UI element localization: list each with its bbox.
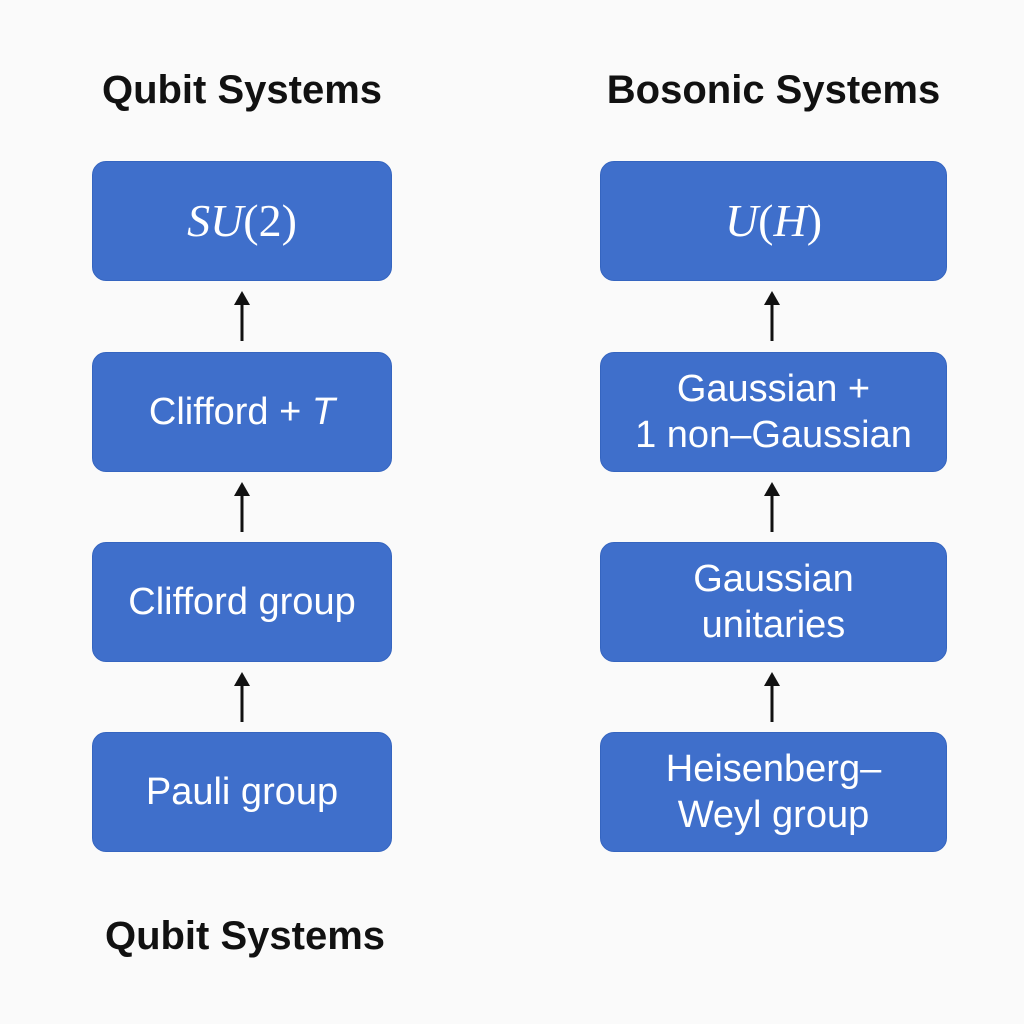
gaussian-line: Gaussian <box>693 557 854 600</box>
clifford-group-label: Clifford group <box>128 580 356 623</box>
hilbert-space-symbol: H <box>773 194 807 246</box>
weyl-group-line: Weyl group <box>677 794 870 836</box>
bosonic-systems-heading: Bosonic Systems <box>606 68 941 112</box>
gaussian-plus-line: Gaussian + <box>676 367 871 410</box>
clifford-plus-prefix: Clifford + <box>148 390 312 433</box>
unitary-h-label: U(H) <box>725 193 822 249</box>
heisenberg-line: Heisenberg– <box>665 747 882 790</box>
pauli-group-box: Pauli group <box>92 732 392 852</box>
su2-box: SU(2) <box>92 161 392 281</box>
up-arrow-icon <box>764 672 780 722</box>
pauli-group-label: Pauli group <box>145 770 339 813</box>
su2-group-symbol: SU <box>187 194 244 246</box>
su2-argument: (2) <box>243 194 297 246</box>
gaussian-unitaries-box: Gaussian unitaries <box>600 542 947 662</box>
up-arrow-icon <box>764 291 780 341</box>
t-gate-symbol: T <box>311 390 336 433</box>
qubit-systems-heading: Qubit Systems <box>101 68 383 112</box>
clifford-group-box: Clifford group <box>92 542 392 662</box>
heisenberg-weyl-group-box: Heisenberg– Weyl group <box>600 732 947 852</box>
gaussian-plus-non-gaussian-box: Gaussian + 1 non–Gaussian <box>600 352 947 472</box>
non-gaussian-line: 1 non–Gaussian <box>635 414 912 456</box>
unitaries-line: unitaries <box>701 604 846 646</box>
qubit-systems-footer-heading: Qubit Systems <box>104 914 386 958</box>
clifford-plus-t-label: Clifford + T <box>149 389 335 435</box>
up-arrow-icon <box>234 482 250 532</box>
su2-label: SU(2) <box>187 193 297 249</box>
up-arrow-icon <box>764 482 780 532</box>
up-arrow-icon <box>234 672 250 722</box>
open-paren: ( <box>758 194 774 246</box>
unitary-group-symbol: U <box>724 194 759 246</box>
close-paren: ) <box>806 194 823 246</box>
clifford-plus-t-box: Clifford + T <box>92 352 392 472</box>
unitary-h-box: U(H) <box>600 161 947 281</box>
up-arrow-icon <box>234 291 250 341</box>
